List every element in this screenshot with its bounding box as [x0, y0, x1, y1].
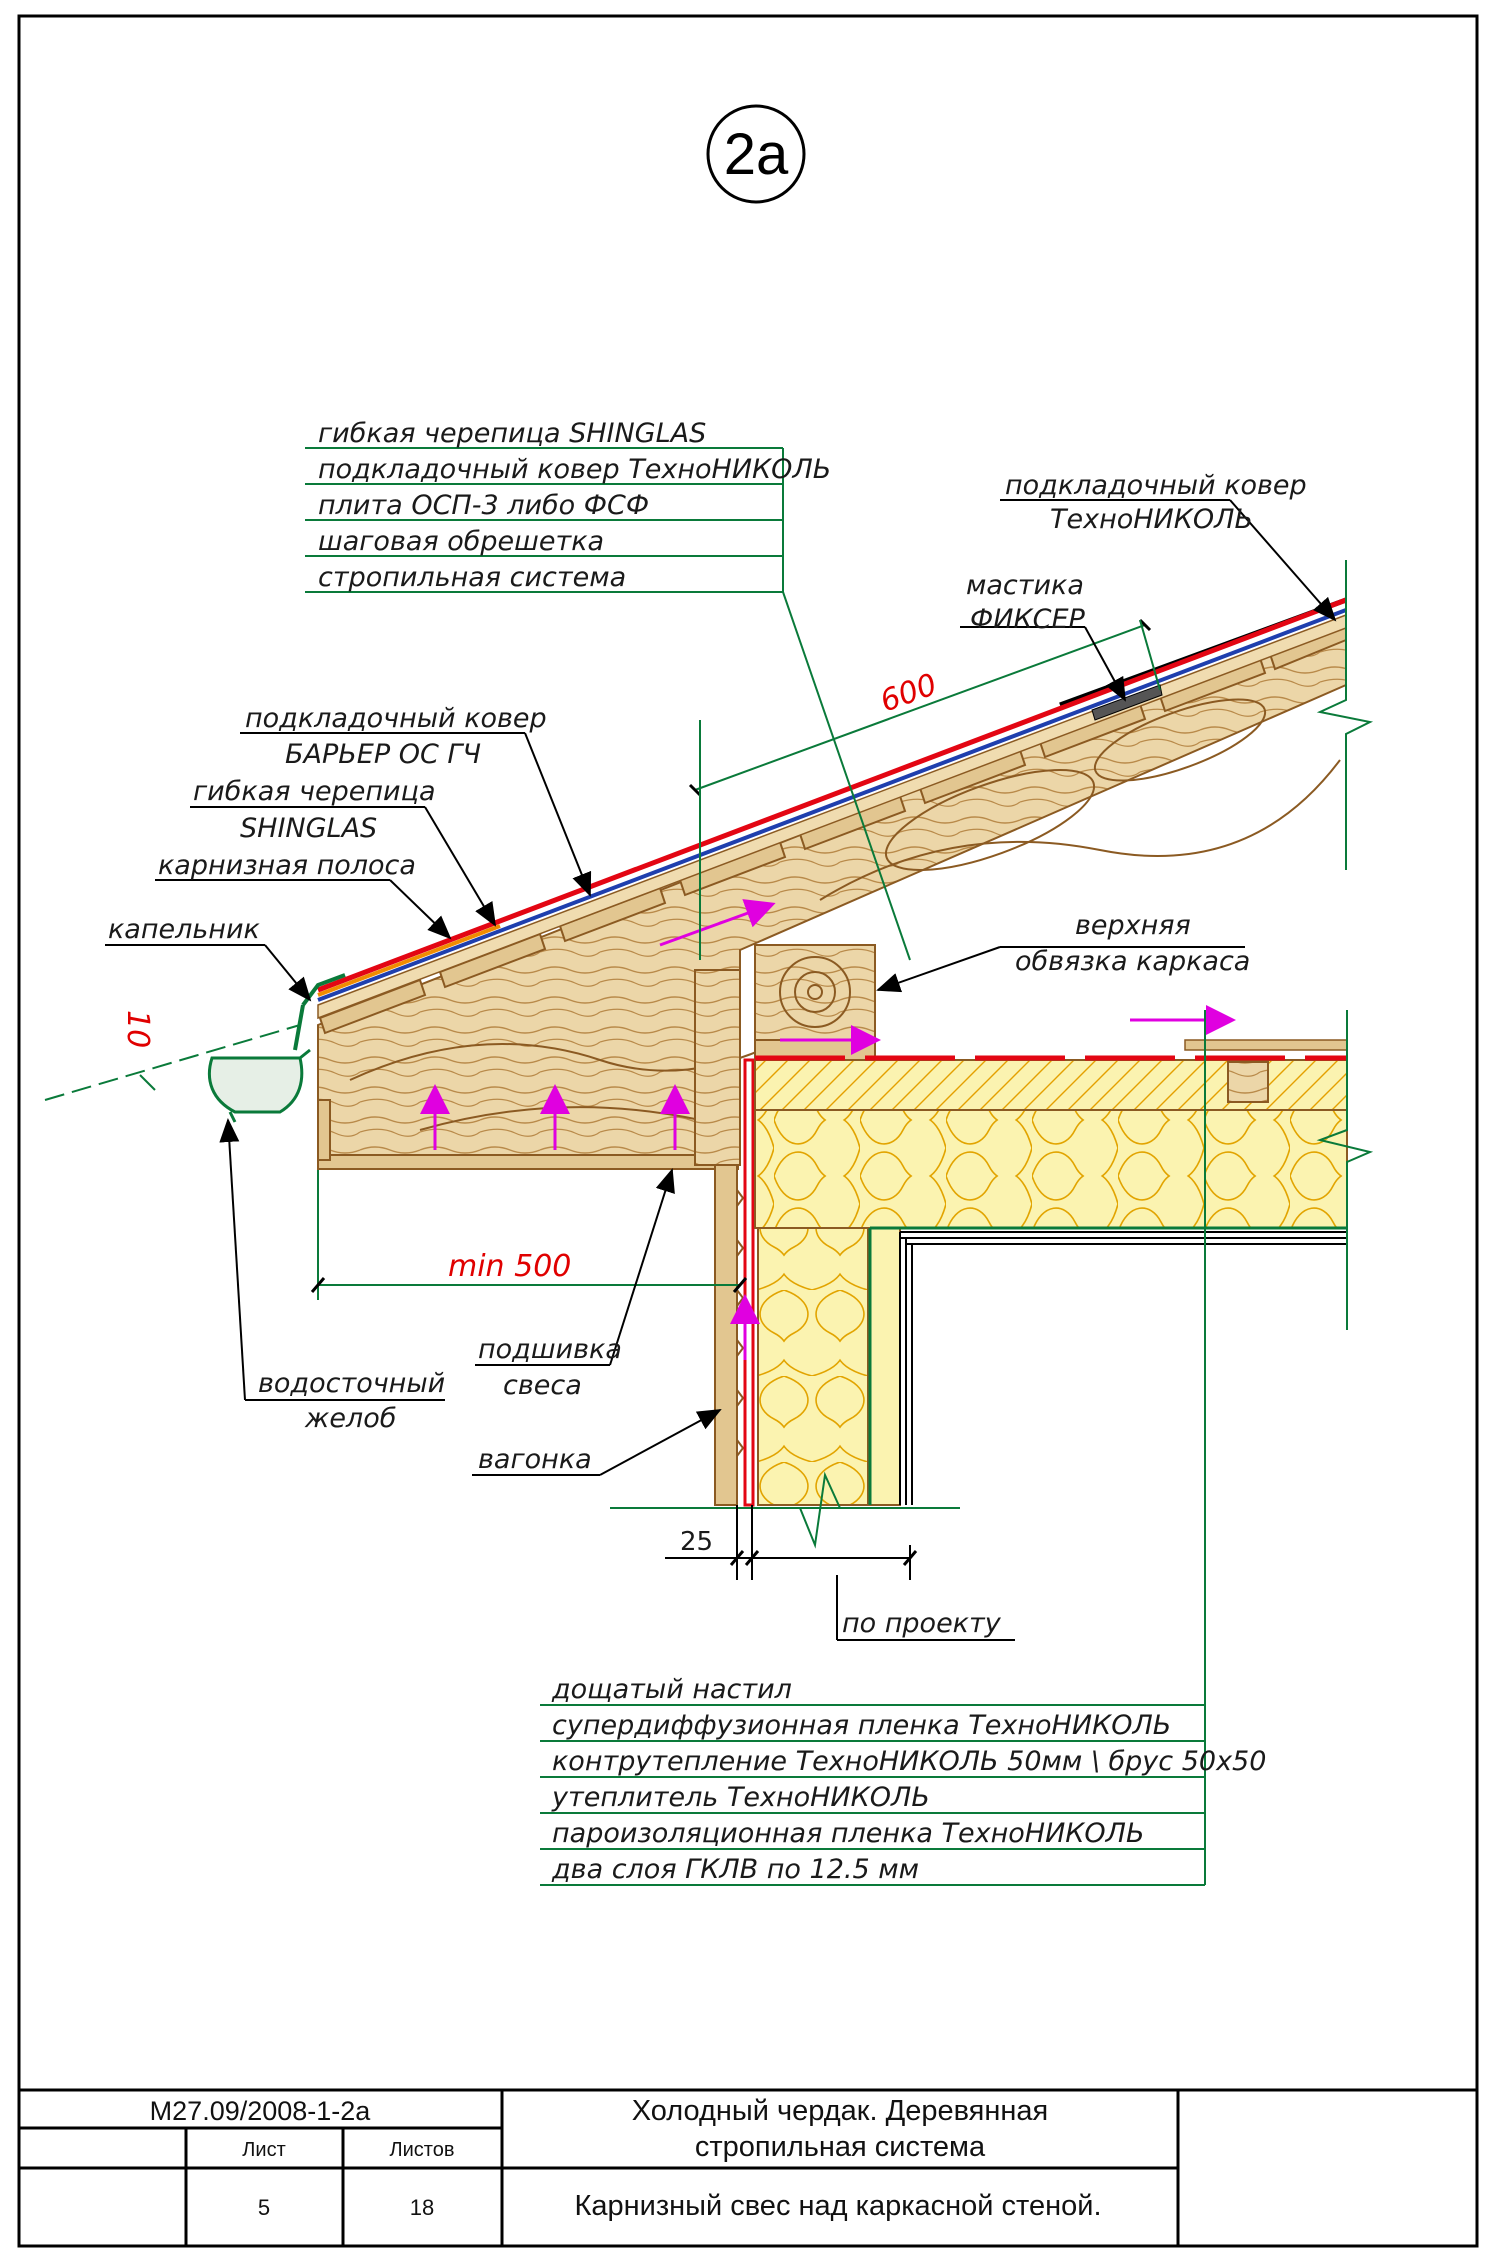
ceiling-stack-label-5: пароизоляционная пленка ТехноНИКОЛЬ: [552, 1818, 1145, 1849]
wall-lining: [714, 1164, 745, 1506]
ceiling-stack-label-4: утеплитель ТехноНИКОЛЬ: [551, 1782, 930, 1813]
dimension-600: [688, 618, 1161, 960]
roof-stack-label-4: шаговая обрешетка: [318, 526, 604, 557]
roof-stack-label-1: гибкая черепица SHINGLAS: [318, 418, 706, 449]
callout-leaders: [105, 499, 1337, 1641]
callout-top-plate-1: верхняя: [1075, 910, 1191, 941]
title-block-code: М27.09/2008-1-2а: [150, 2096, 372, 2126]
dim-10-label: 10: [120, 1010, 155, 1048]
ceiling-insulation: [754, 1109, 1348, 1229]
counter-batten: [1227, 1061, 1269, 1103]
callout-gutter-2: желоб: [304, 1403, 396, 1434]
title-block-sheets-label: Листов: [390, 2139, 455, 2161]
dimension-25: [665, 1505, 918, 1580]
ceiling-stack-table: [540, 1010, 1206, 1886]
callout-mastic-1: мастика: [966, 570, 1084, 601]
underlay-line: [317, 608, 1347, 1002]
sheet-frame: [17, 14, 1479, 2248]
dim-min500-label: min 500: [448, 1249, 571, 1284]
dimension-10: [44, 1024, 301, 1101]
detail-marker-circle: [706, 104, 806, 204]
gypsum-layers: [900, 1231, 1347, 1245]
soffit-joists: [317, 1099, 331, 1161]
wall-stud-top: [694, 969, 741, 1166]
callout-per-project: по проекту: [842, 1608, 1002, 1639]
title-block: [19, 2088, 1477, 2246]
callout-top-plate-2: обвязка каркаса: [1015, 946, 1250, 977]
roof-stack-label-3: плита ОСП-3 либо ФСФ: [318, 490, 649, 521]
break-line-roof: [1316, 560, 1374, 870]
shingle-line: [317, 597, 1347, 993]
title-block-sheet-label: Лист: [242, 2139, 285, 2161]
title-block-subtitle: Карнизный свес над каркасной стеной.: [574, 2190, 1101, 2222]
callout-shingles-2: SHINGLAS: [240, 813, 377, 844]
callout-underlay-top-2: ТехноНИКОЛЬ: [1050, 504, 1253, 535]
soffit-board: [317, 1154, 739, 1170]
detail-marker: 2а: [724, 122, 789, 187]
dim-25-label: 25: [680, 1527, 713, 1557]
top-plate: [754, 944, 876, 1041]
callout-drip-edge: капельник: [108, 914, 260, 945]
title-block-title-1: Холодный чердак. Деревянная: [632, 2095, 1049, 2127]
callout-eaves-strip: карнизная полоса: [158, 850, 416, 881]
ventilation-arrows: [420, 899, 1236, 1360]
eaves-strip-line: [317, 924, 501, 997]
callout-soffit-2: свеса: [503, 1370, 582, 1401]
roof-stack-label-2: подкладочный ковер ТехноНИКОЛЬ: [318, 454, 831, 485]
callout-shingles-1: гибкая черепица: [193, 776, 436, 807]
dimension-min500: [310, 1170, 748, 1300]
title-block-sheets: 18: [410, 2195, 434, 2220]
ceiling-stack-label-2: супердиффузионная пленка ТехноНИКОЛЬ: [552, 1710, 1171, 1741]
callout-underlay-top-1: подкладочный ковер: [1005, 470, 1307, 501]
callout-soffit-1: подшивка: [478, 1334, 622, 1365]
callout-mastic-2: ФИКСЕР: [970, 604, 1086, 635]
roof-stack-label-5: стропильная система: [318, 562, 626, 593]
ceiling-stack-label-1: дощатый настил: [551, 1674, 792, 1705]
callout-gutter-1: водосточный: [258, 1368, 445, 1399]
dim-600-label: 600: [876, 667, 942, 719]
callout-barrier-1: подкладочный ковер: [245, 703, 547, 734]
ceiling-stack-label-3: контрутепление ТехноНИКОЛЬ 50мм \ брус 5…: [552, 1746, 1266, 1777]
title-block-title-2: стропильная система: [695, 2131, 986, 2163]
gutter-shape: [207, 1056, 304, 1114]
title-block-sheet: 5: [258, 2195, 270, 2220]
roof-battens: [318, 623, 1347, 1035]
break-line-ceiling: [1316, 1010, 1374, 1330]
ceiling-stack-label-6: два слоя ГКЛВ по 12.5 мм: [551, 1854, 919, 1885]
wall-insulation: [757, 1227, 869, 1506]
roof-stack-table: [305, 447, 911, 961]
break-line-wall: [799, 1471, 841, 1549]
wall-membrane: [743, 1058, 755, 1507]
callout-barrier-2: БАРЬЕР ОС ГЧ: [285, 739, 481, 770]
board-deck: [1184, 1039, 1348, 1051]
mastic-strip: [1091, 684, 1163, 721]
callout-lining: вагонка: [478, 1444, 592, 1475]
